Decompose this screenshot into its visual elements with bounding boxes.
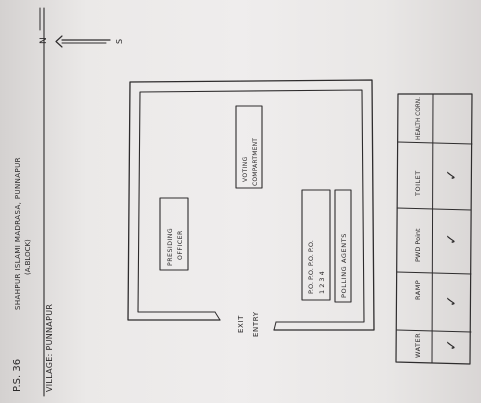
village-label: VILLAGE: PUNNAPUR <box>45 304 54 392</box>
facilities-row-divider-3 <box>396 207 472 211</box>
compass-south: S <box>115 39 124 44</box>
facility-value-3: ✓ <box>444 169 460 181</box>
station-sub: (A.BLOCK) <box>24 239 32 275</box>
room-outer-wall <box>127 79 375 331</box>
facility-header-water: WATER <box>414 333 422 358</box>
compass-rose: N S <box>39 35 124 48</box>
facilities-column-divider <box>431 93 434 364</box>
voting-compartment-box <box>235 105 263 189</box>
compass-arrow-head <box>55 35 63 48</box>
room-inner-wall <box>137 89 365 323</box>
entry-label: ENTRY <box>252 311 260 337</box>
presiding-officer-line2: OFFICER <box>177 230 184 260</box>
exit-door-jamb <box>214 311 221 321</box>
ps-number: P.S. 36 <box>12 359 23 392</box>
facilities-row-divider-4 <box>397 141 473 145</box>
facilities-table-border <box>395 93 473 365</box>
voting-compartment-line2: COMPARTMENT <box>252 138 259 186</box>
facility-header-ramp: RAMP <box>414 280 422 300</box>
polling-agents-label: POLLING AGENTS <box>340 233 348 298</box>
polling-officers-line1: P.O. P.O. P.O. P.O. <box>307 240 315 294</box>
polling-agents-box <box>334 189 352 303</box>
facility-value-2: ✓ <box>444 233 460 245</box>
exit-label: EXIT <box>237 315 245 333</box>
facilities-row-divider-2 <box>396 271 472 275</box>
facility-header-health: HEALTH CORN. <box>416 97 422 140</box>
facility-value-1: ✓ <box>444 295 460 307</box>
compass-north: N <box>39 37 49 44</box>
facility-values: ✓ ✓ ✓ ✓ <box>444 169 460 351</box>
facility-header-toilet: TOILET <box>414 170 422 197</box>
facility-value-0: ✓ <box>444 339 460 351</box>
presiding-officer-line1: PRESIDING <box>167 228 174 266</box>
presiding-officer-box <box>159 197 189 271</box>
entry-door-jamb <box>273 321 277 331</box>
facility-header-pwd: PWD Point <box>414 228 422 262</box>
polling-officers-box <box>301 189 331 301</box>
facilities-row-divider-1 <box>396 329 472 333</box>
polling-officers-line2: 1 2 3 4 <box>318 271 326 294</box>
voting-compartment-line1: VOTING <box>242 156 249 182</box>
facilities-table: WATER RAMP PWD Point TOILET HEALTH CORN.… <box>395 93 473 365</box>
station-name: SHAHPUR ISLAMI MADRASA, PUNNAPUR <box>14 157 22 310</box>
